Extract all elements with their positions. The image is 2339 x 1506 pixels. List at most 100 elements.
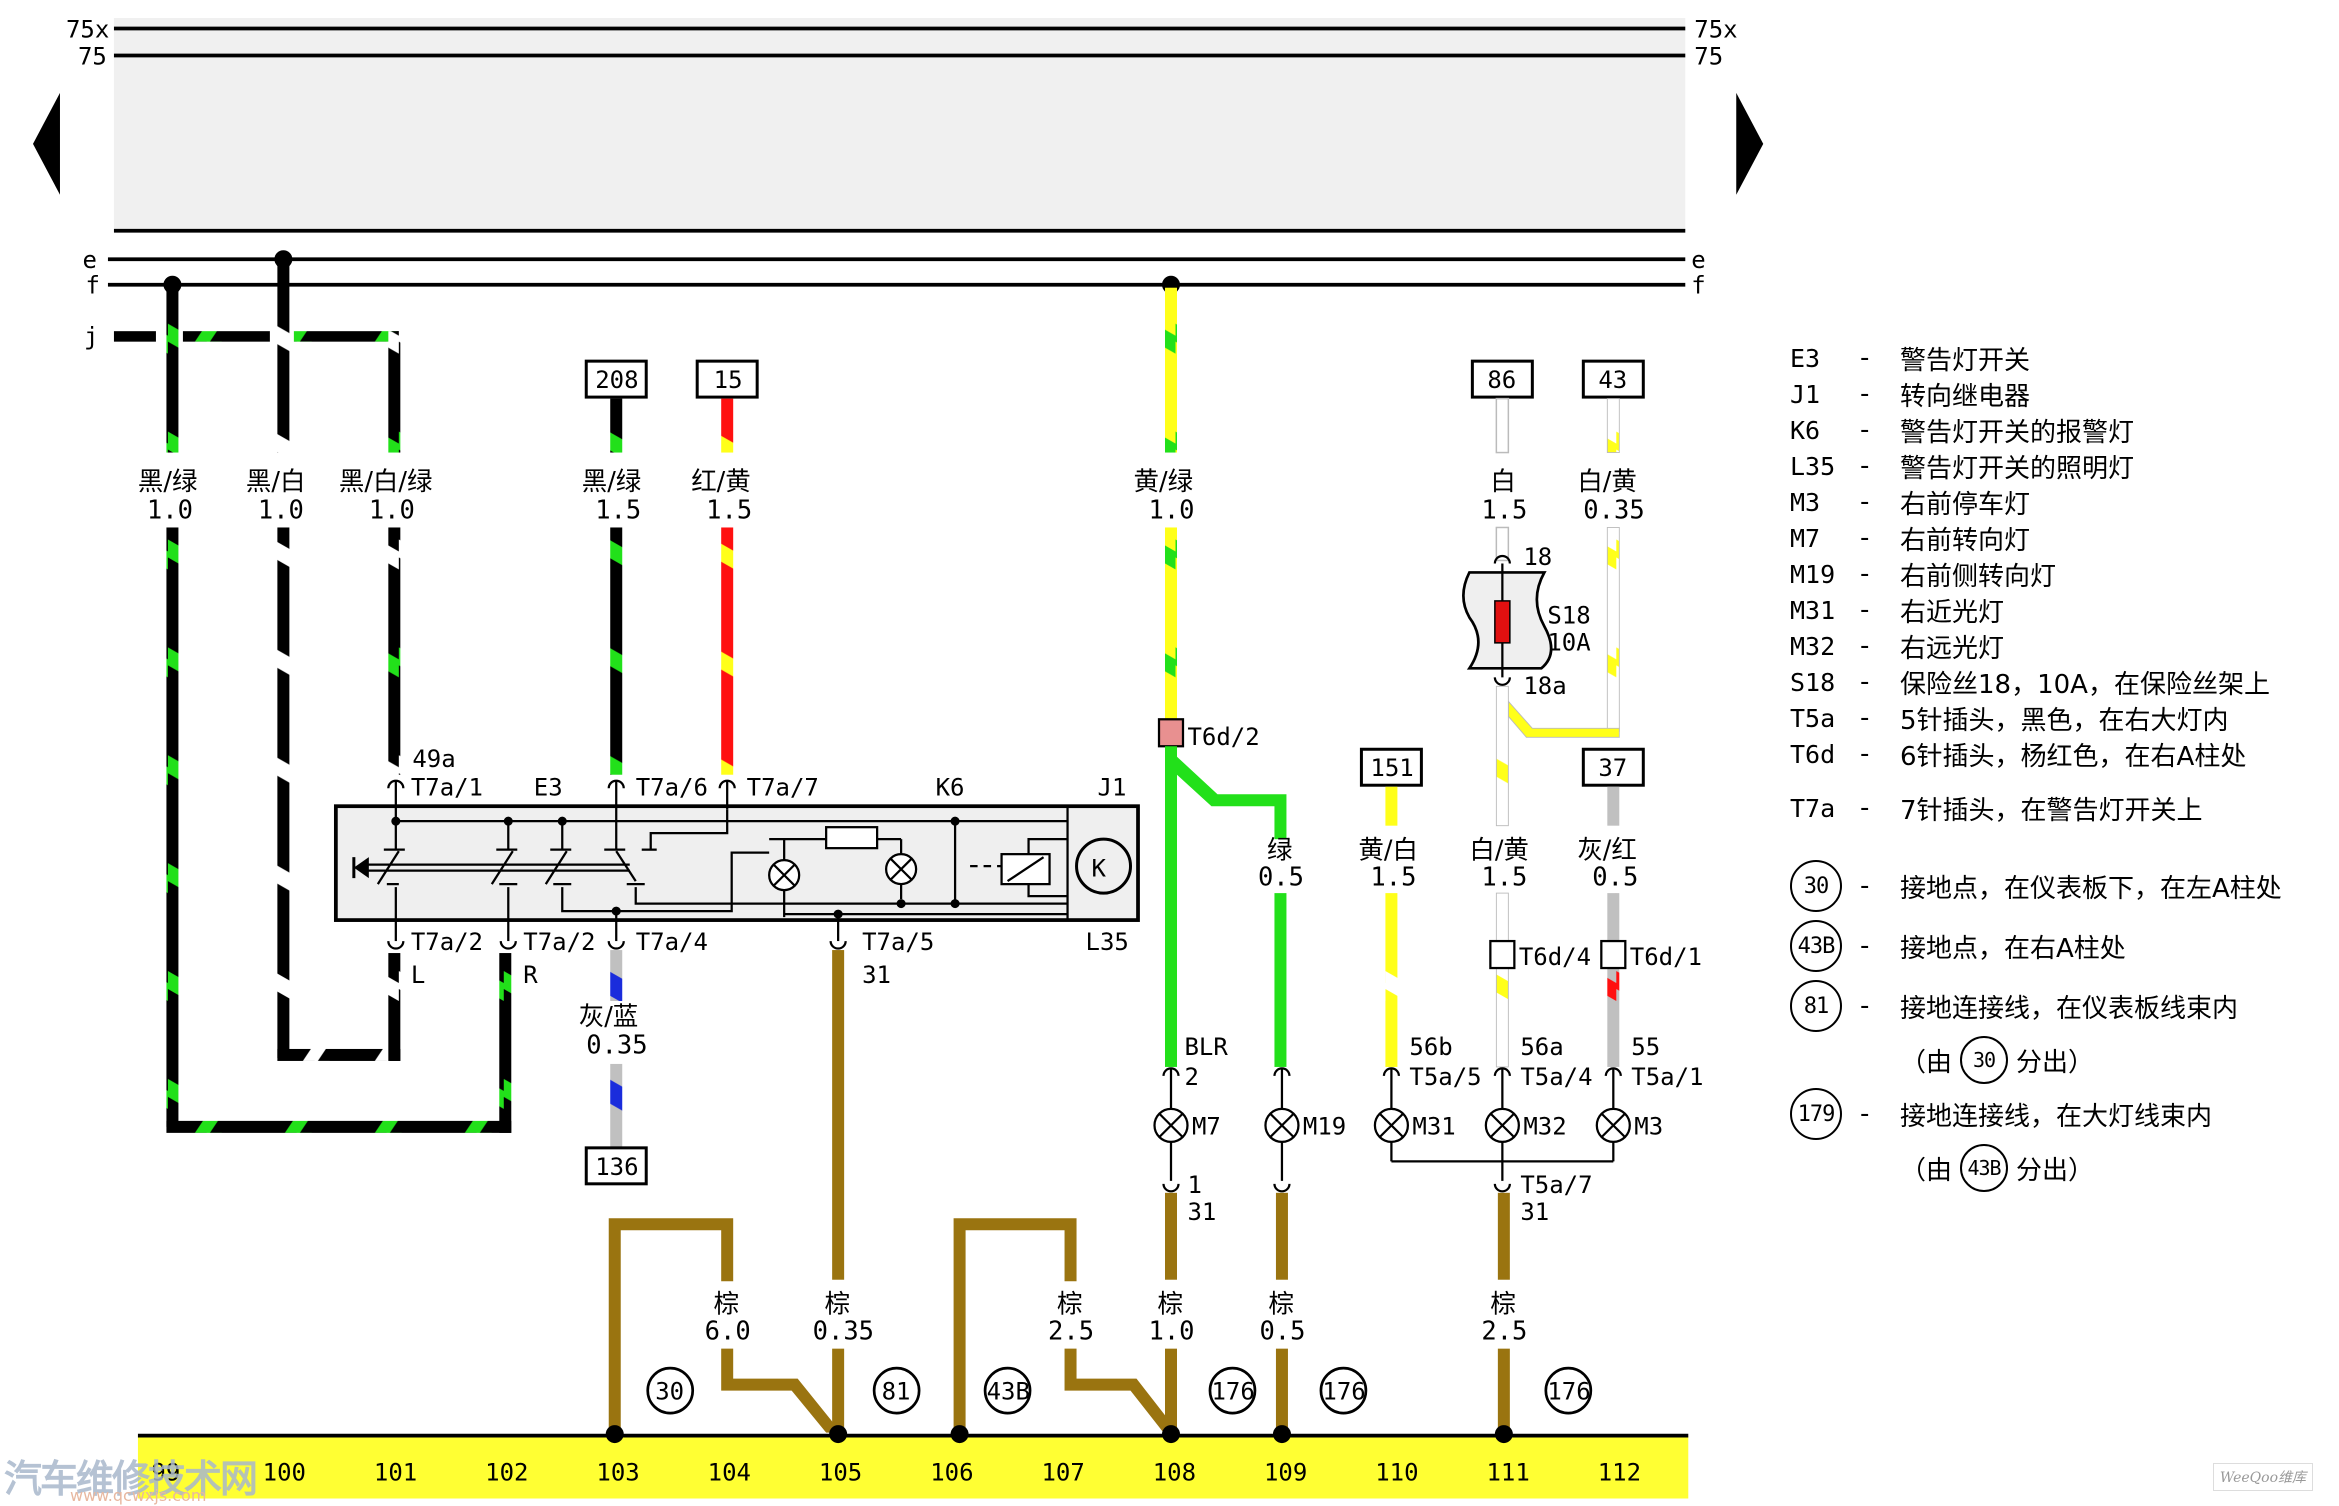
legend-item: K6-警告灯开关的报警灯 [1790, 412, 2330, 448]
pin-56a: 56a [1520, 1033, 1563, 1061]
previous-page-arrow-icon[interactable] [32, 92, 60, 195]
ground-bus [137, 1425, 1689, 1499]
connector-t6d-1: T6d/1 [1630, 943, 1702, 971]
terminal-15: 15 [695, 359, 759, 399]
fuse-pin-18: 18 [1523, 543, 1552, 571]
legend-dash: - [1860, 487, 1870, 517]
grid-number: 112 [1598, 1459, 1641, 1487]
lamp-m31-icon [1373, 1107, 1410, 1143]
legend-item: J1-转向继电器 [1790, 376, 2330, 412]
ground-symbol-icon: 81 [1790, 980, 1842, 1032]
svg-text:176: 176 [1322, 1378, 1365, 1406]
legend-dash: - [1860, 991, 1870, 1021]
rail-f-right-label: f [1691, 272, 1705, 300]
lamp-m31-label: M31 [1412, 1112, 1455, 1140]
rail-75x-left-label: 75x [66, 15, 109, 43]
legend-item: M3-右前停车灯 [1790, 484, 2330, 520]
wire-label-size: 0.5 [1592, 863, 1638, 893]
connector-t5a-4: T5a/4 [1520, 1063, 1592, 1091]
wire-label-size: 6.0 [705, 1317, 751, 1347]
wire-136 [610, 1063, 623, 1148]
legend-dash: - [1860, 523, 1870, 553]
legend-sub-suffix: 分出） [2016, 1047, 2095, 1078]
terminal-43: 43 [1581, 359, 1645, 399]
wire-151 [1385, 786, 1398, 826]
component-l35-label: L35 [1086, 928, 1129, 956]
legend-code: M32 [1790, 631, 1836, 661]
connector-t7a-2-right: T7a/2 [523, 928, 595, 956]
wire-black-green-left [163, 275, 512, 1133]
wire-label-color: 灰/蓝 [579, 1002, 639, 1032]
wire-label-size: 0.35 [813, 1317, 874, 1347]
ground-symbol-icon: 179 [1790, 1088, 1842, 1140]
grid-number: 103 [596, 1459, 639, 1487]
lamp-m3-icon [1595, 1107, 1631, 1143]
wire-white-86 [1495, 397, 1510, 562]
connector-t6d-4-icon [1489, 939, 1516, 970]
legend-ground-item: 81-接地连接线，在仪表板线束内 [1790, 976, 2330, 1036]
lamp-m3-label: M3 [1634, 1112, 1663, 1140]
grid-number: 99 [151, 1459, 180, 1487]
wire-label-color: 黄/白 [1358, 836, 1418, 866]
legend-dash: - [1860, 559, 1870, 589]
wire-43 [1606, 398, 1620, 453]
legend-code: M19 [1790, 559, 1836, 589]
legend-dash: - [1860, 631, 1870, 661]
wire-label-size: 0.5 [1258, 863, 1304, 893]
wire-label-size: 2.5 [1048, 1317, 1094, 1347]
rail-e-left-label: e [82, 246, 96, 274]
wire-label-size: 0.35 [586, 1030, 647, 1060]
rail-j-label: j [84, 323, 98, 351]
connector-t7a-4: T7a/4 [636, 928, 708, 956]
wire-37 [1607, 893, 1620, 1067]
legend-code: T7a [1790, 793, 1836, 823]
svg-text:43B: 43B [987, 1378, 1030, 1406]
wire-37 [1607, 786, 1620, 826]
legend-desc: 5针插头，黑色，在右大灯内 [1900, 705, 2229, 736]
legend-dash: - [1860, 703, 1870, 733]
watermark-site: 汽车维修技术网 [4, 1457, 258, 1501]
next-page-arrow-icon[interactable] [1736, 92, 1764, 195]
connector-t7a-1: T7a/1 [411, 774, 483, 802]
legend-ground-item: 43B-接地点，在右A柱处 [1790, 916, 2330, 976]
ground-symbol-icon: 43B [1960, 1144, 2009, 1192]
wire-green-m7 [1165, 746, 1177, 1067]
grid-number: 104 [708, 1459, 751, 1487]
terminal-151: 151 [1359, 747, 1423, 787]
hazard-switch-module: K [333, 779, 1140, 942]
legend-desc: 警告灯开关的报警灯 [1900, 417, 2135, 448]
legend-desc: 警告灯开关 [1900, 345, 2031, 376]
ground-wires-brown [608, 950, 1510, 1433]
terminal-37: 37 [1581, 747, 1645, 787]
ground-point-81: 81 [872, 1366, 921, 1415]
wire-15 [721, 398, 734, 453]
lamp-m7-label: M7 [1192, 1112, 1221, 1140]
terminal-136: 136 [584, 1146, 648, 1186]
legend-desc: 右前停车灯 [1900, 489, 2031, 520]
relay-j1-icon [1075, 837, 1133, 895]
legend-dash: - [1860, 343, 1870, 373]
watermark-weeqoo: WeeQoo维库 [2212, 1463, 2313, 1491]
wire-label-color: 绿 [1267, 836, 1292, 866]
wire-label-color: 白 [1490, 467, 1515, 497]
legend-dash: - [1860, 793, 1870, 823]
bus-rails: e f e f j [82, 246, 1705, 350]
grid-number: 105 [819, 1459, 862, 1487]
ground-symbol-icon: 30 [1790, 860, 1842, 912]
ground-symbol-icon: 30 [1960, 1036, 2009, 1084]
legend-item: T7a-7针插头，在警告灯开关上 [1790, 790, 2330, 826]
wire-label-size: 1.0 [147, 495, 193, 525]
wire-label-color: 灰/红 [1577, 836, 1637, 866]
wire-label-size: 0.5 [1259, 1317, 1305, 1347]
wire-label-size: 1.5 [595, 495, 641, 525]
legend-item: M7-右前转向灯 [1790, 520, 2330, 556]
pin-31: 31 [862, 961, 891, 989]
svg-text:136: 136 [595, 1153, 638, 1181]
grid-number: 110 [1375, 1459, 1418, 1487]
legend-dash: - [1860, 871, 1870, 901]
legend-desc: 右远光灯 [1900, 633, 2005, 664]
connector-t6d-4: T6d/4 [1519, 943, 1591, 971]
